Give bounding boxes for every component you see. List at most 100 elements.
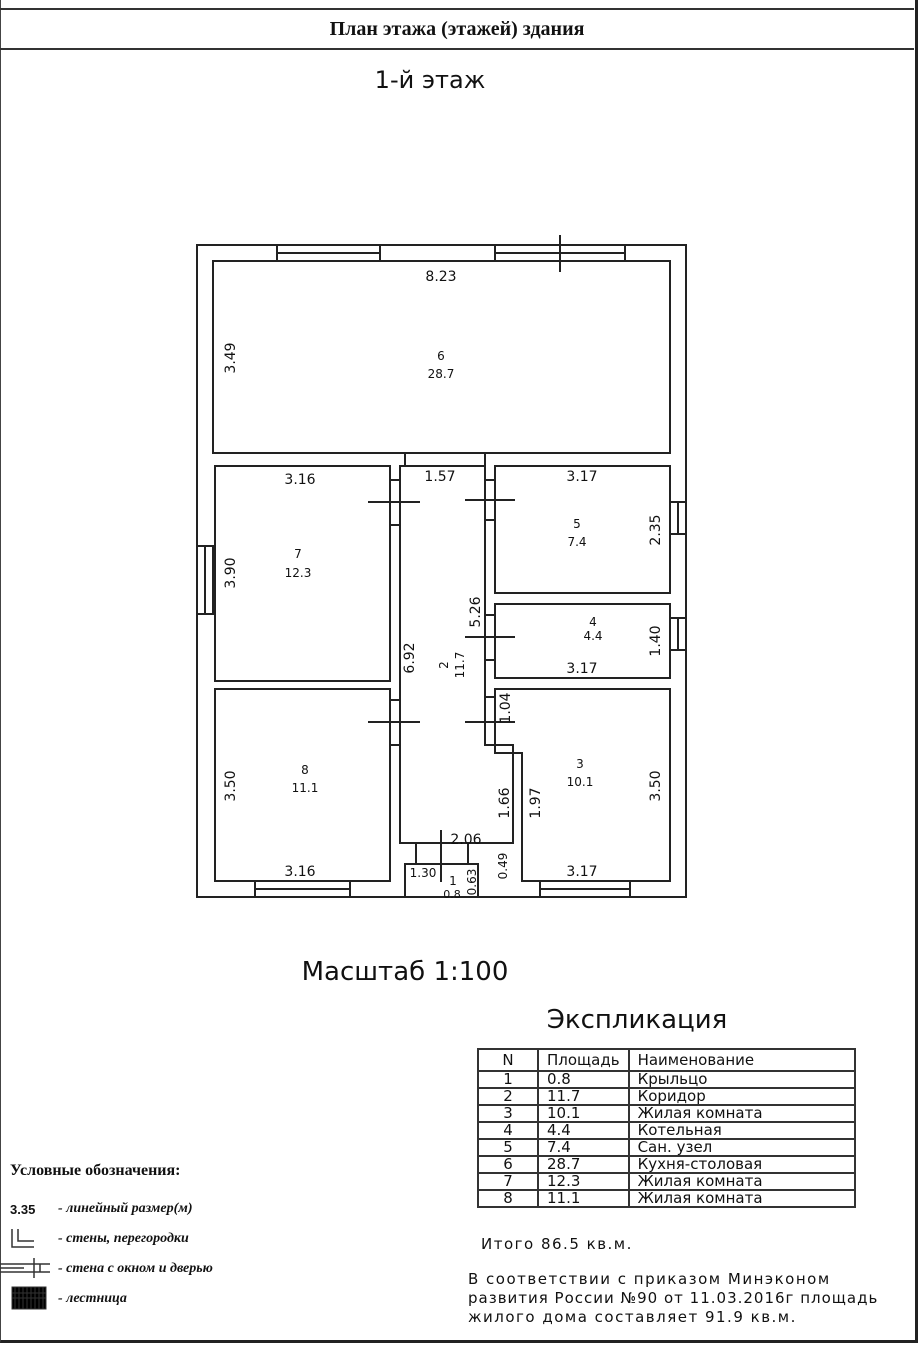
legend: Условные обозначения: 3.35 - линейный ра… <box>0 1162 213 1314</box>
wall-icon <box>10 1227 58 1252</box>
room-7-number: 7 <box>294 547 302 561</box>
cell-n: 3 <box>477 1104 539 1123</box>
cell-name: Коридор <box>627 1087 856 1106</box>
cell-area: 11.1 <box>537 1189 630 1208</box>
cell-name: Котельная <box>627 1121 856 1140</box>
dim-063: 0.63 <box>465 869 479 896</box>
room-5-area: 7.4 <box>567 535 586 549</box>
dim-room8-height: 3.50 <box>223 770 239 801</box>
dim-room3-height: 3.50 <box>648 770 664 801</box>
room-2-area: 11.7 <box>453 652 467 679</box>
cell-area: 7.4 <box>537 1138 630 1157</box>
staircase-icon <box>10 1285 58 1314</box>
col-name: Наименование <box>627 1048 856 1072</box>
legend-label: - стены, перегородки <box>58 1231 189 1246</box>
dim-room7-width: 3.16 <box>284 472 315 488</box>
legend-item: - стены, перегородки <box>10 1224 213 1254</box>
dim-corridor-height: 6.92 <box>402 642 418 673</box>
cell-area: 10.1 <box>537 1104 630 1123</box>
dim-166: 1.66 <box>497 787 513 818</box>
cell-name: Крыльцо <box>627 1070 856 1089</box>
col-area: Площадь <box>537 1048 630 1072</box>
dim-206: 2.06 <box>450 832 481 848</box>
dim-room6-height: 3.49 <box>223 342 239 373</box>
room-1-area: 0.8 <box>443 888 461 901</box>
dim-130: 1.30 <box>410 866 437 880</box>
dim-corridor-width: 1.57 <box>424 469 455 485</box>
note-line-2: развития России №90 от 11.03.2016г площа… <box>468 1289 879 1307</box>
cell-n: 2 <box>477 1087 539 1106</box>
windows <box>196 244 687 898</box>
legend-title: Условные обозначения: <box>10 1162 181 1179</box>
page-title: План этажа (этажей) здания <box>0 8 914 50</box>
legend-item: - лестница <box>10 1284 213 1314</box>
cell-name: Жилая комната <box>627 1172 856 1191</box>
legend-label: - линейный размер(м) <box>58 1201 193 1216</box>
dim-room8-width: 3.16 <box>284 864 315 880</box>
dim-526: 5.26 <box>468 596 484 627</box>
room-2-number: 2 <box>437 661 451 669</box>
scale-label: Масштаб 1:100 <box>302 957 509 987</box>
cell-area: 28.7 <box>537 1155 630 1174</box>
cell-name: Кухня-столовая <box>627 1155 856 1174</box>
room-3-outline <box>494 688 671 882</box>
outer-wall <box>196 244 687 898</box>
cell-n: 5 <box>477 1138 539 1157</box>
room-8-area: 11.1 <box>292 781 319 795</box>
dim-104: 1.04 <box>498 692 514 723</box>
room-1-number: 1 <box>449 874 457 888</box>
dim-room5-width: 3.17 <box>566 469 597 485</box>
room-3-number: 3 <box>576 757 584 771</box>
cell-n: 1 <box>477 1070 539 1089</box>
col-n: N <box>477 1048 539 1072</box>
cell-area: 4.4 <box>537 1121 630 1140</box>
legend-item: 3.35 - линейный размер(м) <box>10 1194 213 1224</box>
cell-name: Жилая комната <box>627 1189 856 1208</box>
dim-room3-width: 3.17 <box>566 864 597 880</box>
total-area: Итого 86.5 кв.м. <box>481 1235 633 1253</box>
room-3-area: 10.1 <box>567 775 594 789</box>
cell-area: 11.7 <box>537 1087 630 1106</box>
dim-room4-height: 1.40 <box>648 625 664 656</box>
window-door-icon <box>0 1256 58 1283</box>
cell-area: 12.3 <box>537 1172 630 1191</box>
dim-room7-height: 3.90 <box>223 557 239 588</box>
cell-n: 8 <box>477 1189 539 1208</box>
floor-title: 1-й этаж <box>375 66 486 94</box>
cell-name: Жилая комната <box>627 1104 856 1123</box>
room-6-area: 28.7 <box>428 367 455 381</box>
cell-n: 6 <box>477 1155 539 1174</box>
note-line-1: В соответствии с приказом Минэконом <box>468 1270 831 1288</box>
room-7-area: 12.3 <box>285 566 312 580</box>
cell-n: 4 <box>477 1121 539 1140</box>
cell-area: 0.8 <box>537 1070 630 1089</box>
dimension-symbol: 3.35 <box>10 1201 36 1217</box>
room-4-number: 4 <box>589 615 597 629</box>
room-5-outline <box>494 465 671 594</box>
dim-room4-width: 3.17 <box>566 661 597 677</box>
dim-049: 0.49 <box>496 853 510 880</box>
cell-n: 7 <box>477 1172 539 1191</box>
explication-title: Экспликация <box>547 1005 728 1035</box>
table-header-row: N Площадь Наименование <box>477 1048 856 1072</box>
cell-name: Сан. узел <box>627 1138 856 1157</box>
doors <box>368 235 580 882</box>
room-7-outline <box>214 465 391 682</box>
legend-label: - стена с окном и дверью <box>58 1261 213 1276</box>
dim-197: 1.97 <box>528 787 544 818</box>
dim-room5-height: 2.35 <box>648 514 664 545</box>
room-5-number: 5 <box>573 517 581 531</box>
legend-label: - лестница <box>58 1291 127 1306</box>
note-line-3: жилого дома составляет 91.9 кв.м. <box>468 1308 797 1326</box>
